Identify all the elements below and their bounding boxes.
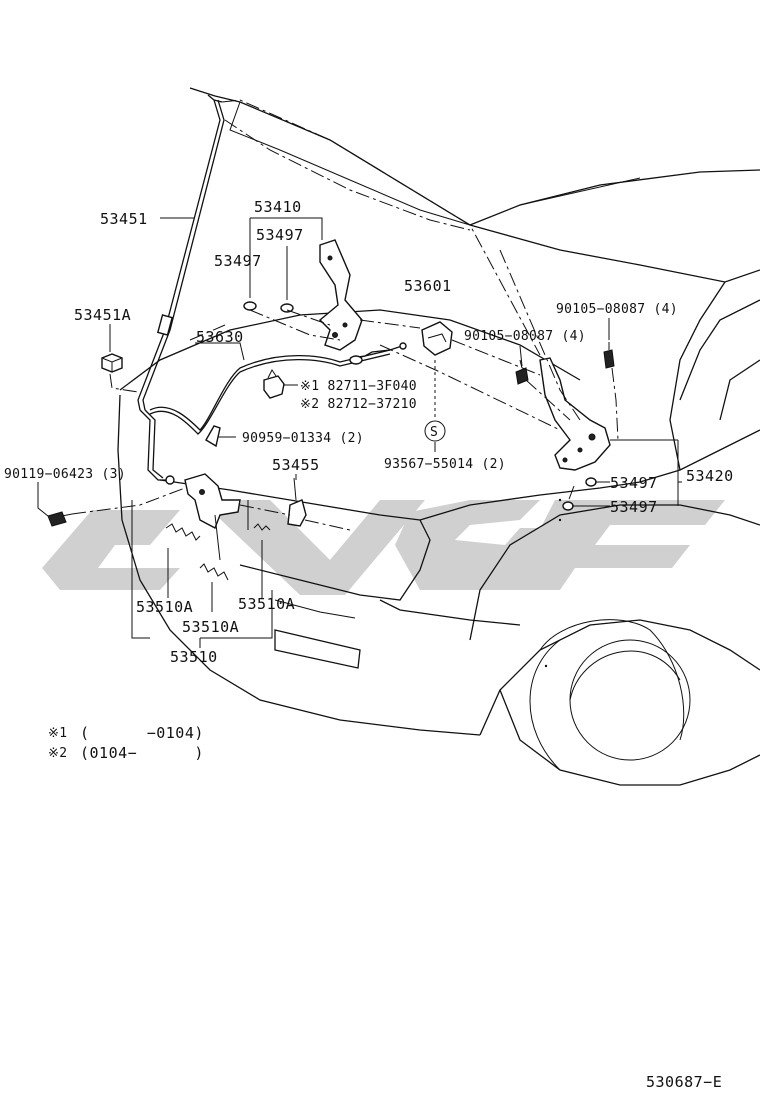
note-2-mark: ※2 — [48, 746, 67, 761]
note-2-text: (0104− ) — [80, 744, 204, 762]
label-90105-right: 90105−08087 (4) — [556, 302, 678, 317]
label-53630: 53630 — [196, 328, 244, 346]
label-90105-left: 90105−08087 (4) — [464, 329, 586, 344]
small-parts — [47, 301, 615, 581]
label-53455: 53455 — [272, 456, 320, 474]
label-90119: 90119−06423 (3) — [4, 467, 126, 482]
label-53497-right-upper: 53497 — [610, 474, 658, 492]
label-s-symbol: S — [430, 425, 438, 440]
hood-hinge-left — [318, 239, 363, 351]
label-53451: 53451 — [100, 210, 148, 228]
label-53497-left: 53497 — [214, 252, 262, 270]
label-53510A-left: 53510A — [136, 598, 193, 616]
label-53601: 53601 — [404, 277, 452, 295]
note-1-mark: ※1 — [48, 726, 67, 741]
label-82712: ※2 82712−37210 — [300, 397, 417, 412]
label-90959: 90959−01334 (2) — [242, 431, 364, 446]
label-53510: 53510 — [170, 648, 218, 666]
label-82711: ※1 82711−3F040 — [300, 379, 417, 394]
note-1-text: ( −0104) — [80, 724, 204, 742]
hood-release-cable — [149, 342, 407, 435]
label-53510A-center: 53510A — [182, 618, 239, 636]
hood-hinge-right — [539, 357, 611, 471]
label-93567: 93567−55014 (2) — [384, 457, 506, 472]
label-53497-upper: 53497 — [256, 226, 304, 244]
label-53420: 53420 — [686, 467, 734, 485]
part-labels: 53451 53410 53497 53497 53451A 53601 901… — [4, 198, 734, 666]
leader-lines — [37, 99, 682, 648]
label-53497-right-lower: 53497 — [610, 498, 658, 516]
hood-support-rod — [137, 94, 225, 485]
label-53451A: 53451A — [74, 306, 131, 324]
label-53410: 53410 — [254, 198, 302, 216]
watermark-logo — [42, 500, 725, 595]
label-53510A-right: 53510A — [238, 595, 295, 613]
notes: ※1 ( −0104) ※2 (0104− ) — [48, 724, 204, 762]
diagram-code: 530687−E — [646, 1073, 722, 1091]
